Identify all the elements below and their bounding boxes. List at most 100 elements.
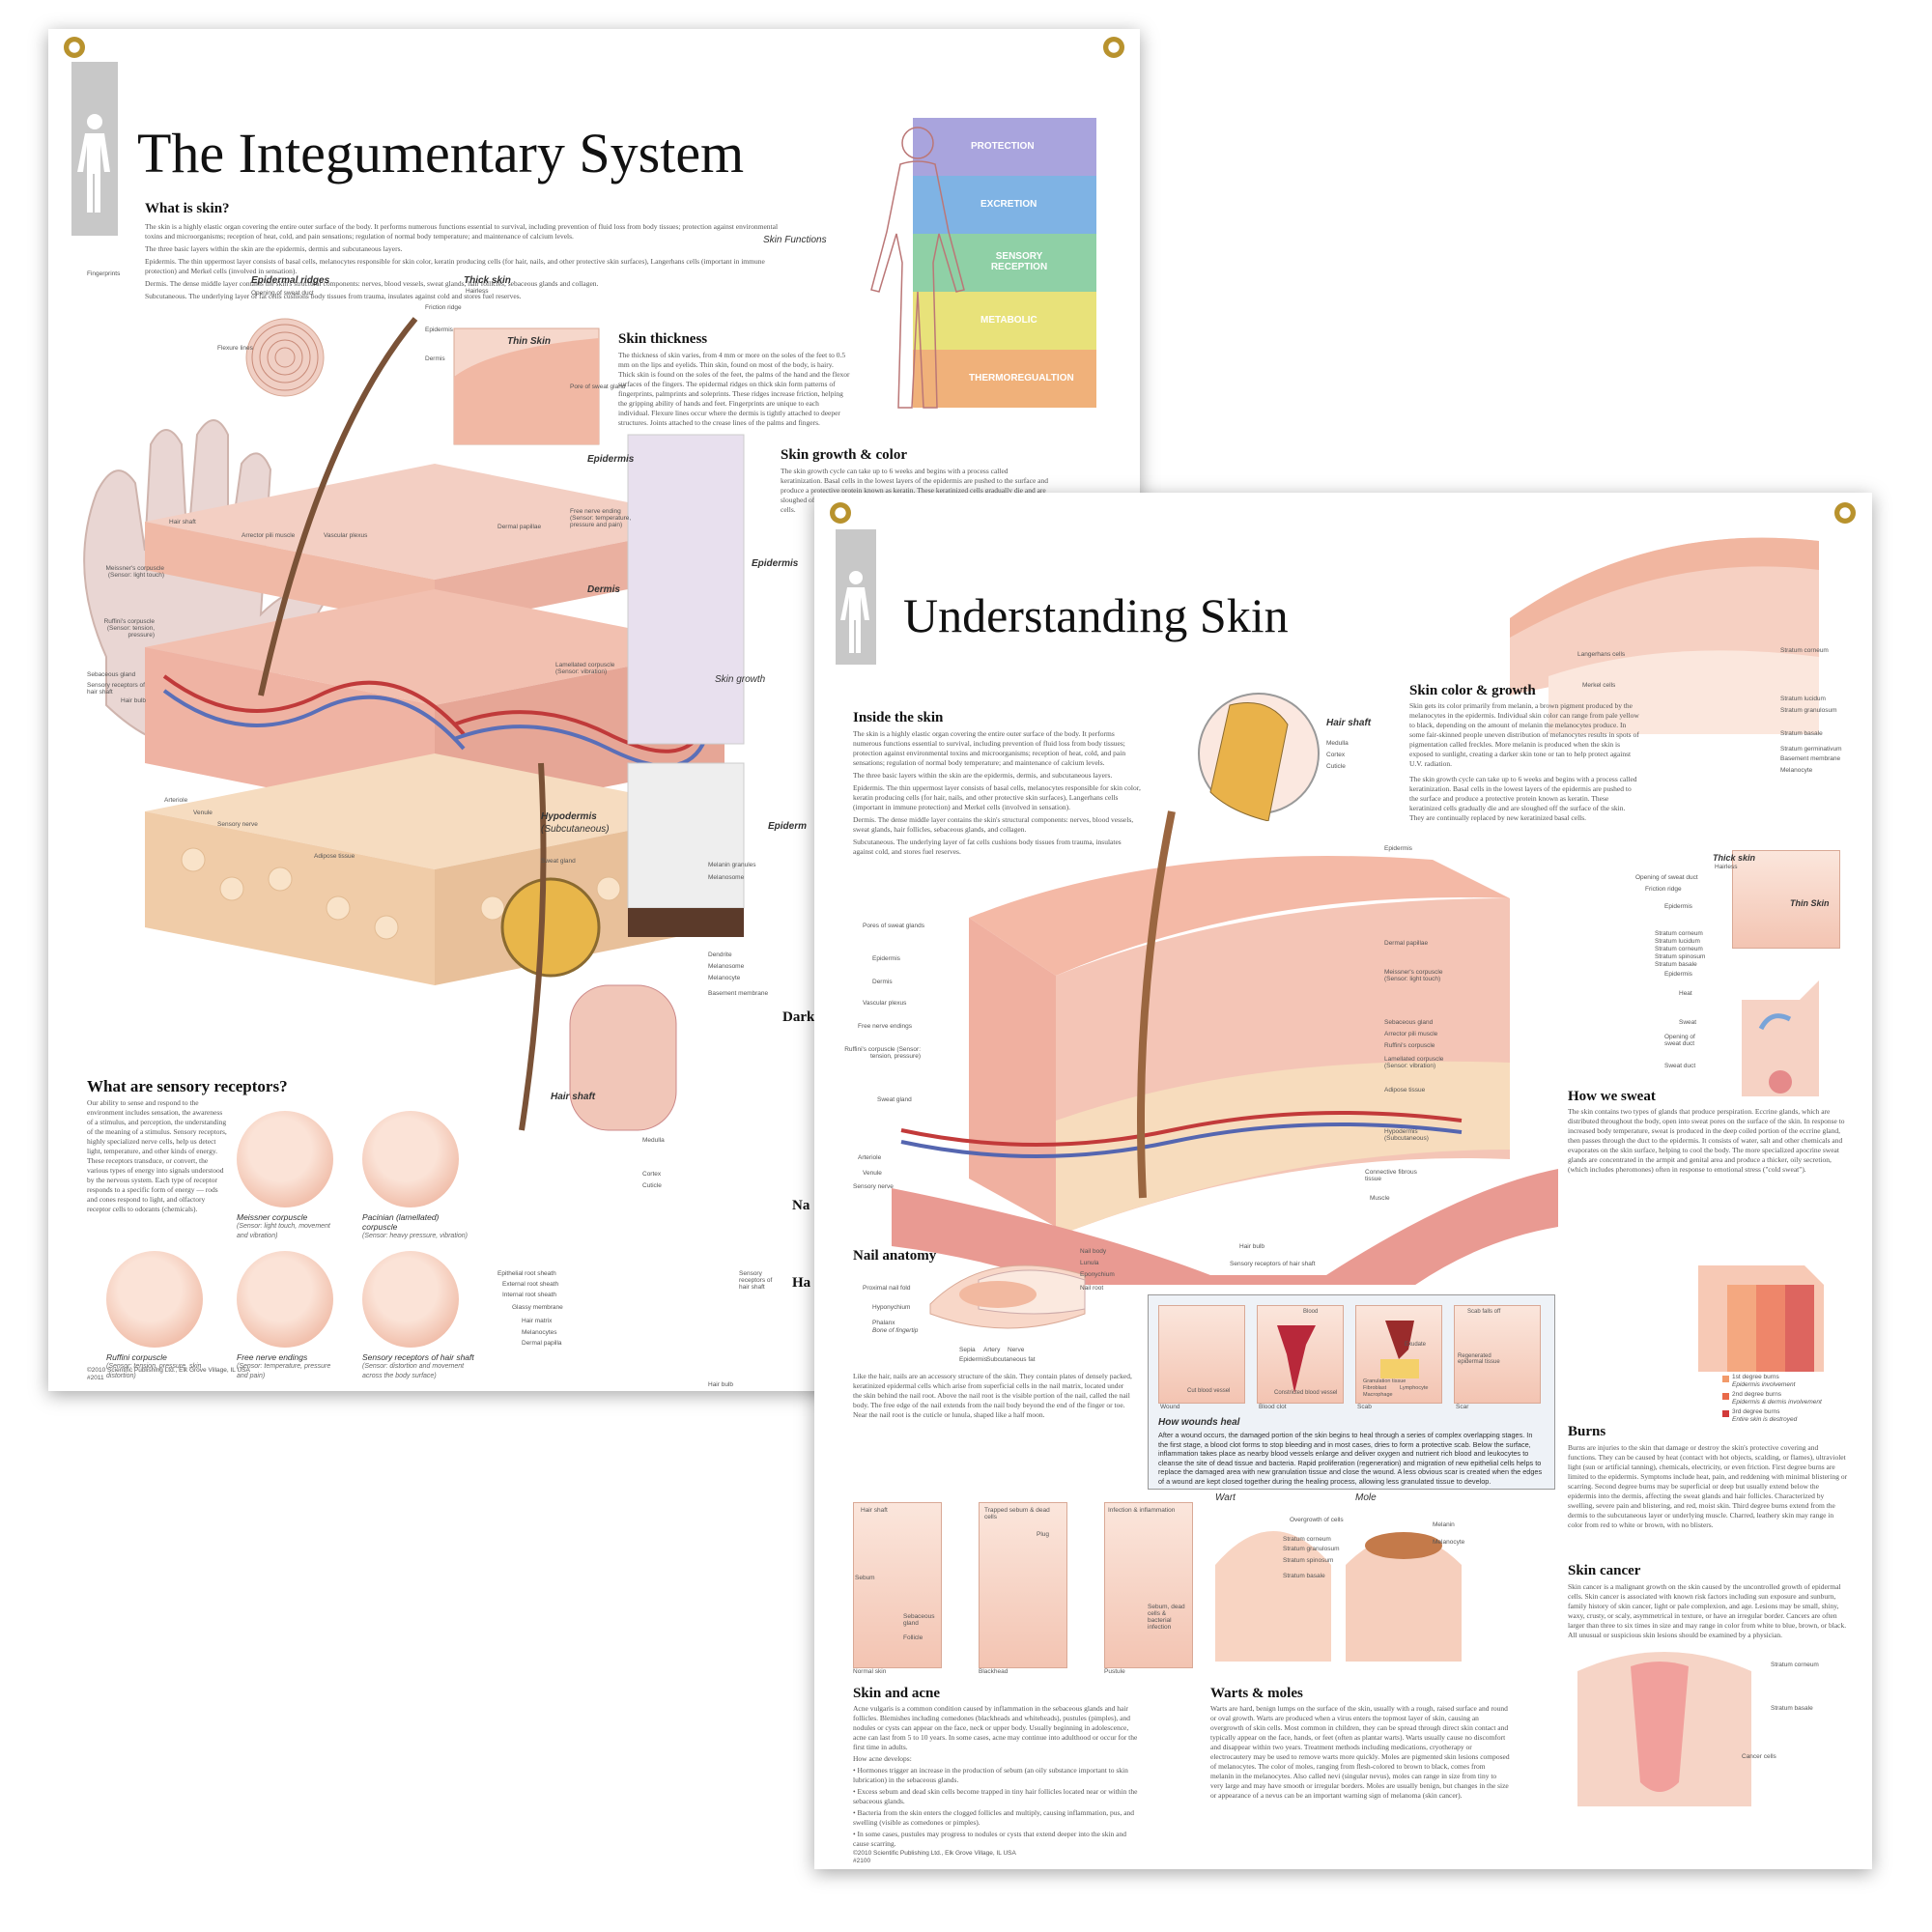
label-venule: Venule — [863, 1170, 882, 1177]
clot-stage-label: Blood clot — [1259, 1404, 1287, 1410]
burns-text: Burns are injuries to the skin that dama… — [1568, 1443, 1848, 1529]
acne-blackhead-image — [979, 1502, 1067, 1668]
label-hair-bulb: Hair bulb — [121, 697, 147, 704]
label-pores-sweat: Pores of sweat glands — [863, 923, 924, 929]
ts-label: Stratum corneum — [1655, 930, 1703, 937]
side-heading-na: Na — [792, 1198, 810, 1213]
free-nerve-desc: (Sensor: temperature, pressure and pain) — [237, 1363, 331, 1379]
label-melanocytes: Melanocytes — [522, 1329, 557, 1336]
nail-label: Epidermis — [959, 1356, 987, 1363]
label-free-nerve: Free nerve endings — [858, 1023, 913, 1030]
label-arteriole: Arteriole — [164, 797, 188, 804]
wound-sublabel: Constricted blood vessel — [1274, 1390, 1338, 1396]
function-bar-metabolic: METABOLIC — [913, 292, 1096, 350]
label-arteriole: Arteriole — [858, 1154, 882, 1161]
ruffini-desc: (Sensor: tension, pressure, skin distort… — [106, 1363, 202, 1379]
hair-shaft-label: Hair shaft — [551, 1092, 596, 1102]
sweat-illustration — [1742, 980, 1819, 1096]
ts-label: Stratum lucidum — [1655, 938, 1700, 945]
label-ruffini: Ruffini's corpuscle (Sensor: tension, pr… — [844, 1046, 921, 1060]
label-sweat-gland: Sweat gland — [877, 1096, 912, 1103]
legend-3rd-icon — [1722, 1410, 1729, 1417]
acne-sublabel: Sebaceous gland — [903, 1613, 935, 1627]
label-dermal-papillae: Dermal papillae — [497, 524, 542, 530]
label-opening-sweat-duct: Opening of sweat duct — [251, 290, 314, 297]
acne-bullet-text: Bacteria from the skin enters the clogge… — [853, 1808, 1135, 1827]
label-ruffini-r: Ruffini's corpuscle — [1384, 1042, 1435, 1049]
label-melanocyte: Melanocyte — [708, 975, 741, 981]
human-figure-tab — [71, 62, 118, 236]
wound-sublabel: Scab falls off — [1467, 1309, 1501, 1315]
label-connective: Connective fibrous tissue — [1365, 1169, 1417, 1182]
label-langerhans: Langerhans cells — [1577, 651, 1626, 658]
inside-p1: The skin is a highly elastic organ cover… — [853, 729, 1126, 767]
wound-sublabel: Regenerated epidermal tissue — [1458, 1353, 1500, 1365]
wart-label: Wart — [1215, 1492, 1236, 1503]
nail-label: Hyponychium — [872, 1304, 911, 1311]
what-is-skin-text: The skin is a highly elastic organ cover… — [145, 222, 782, 304]
label-stratum-granulosum: Stratum granulosum — [1780, 707, 1837, 714]
acne-bullet: • Excess sebum and dead skin cells becom… — [853, 1787, 1138, 1805]
label-cuticle: Cuticle — [642, 1182, 662, 1189]
acne-bullet-text: Excess sebum and dead skin cells become … — [853, 1787, 1138, 1805]
skin-cross-section-illustration — [83, 317, 745, 1131]
label-dermis: Dermis — [872, 979, 893, 985]
ts-label: Stratum basale — [1655, 961, 1697, 968]
label-external-root: External root sheath — [502, 1281, 559, 1288]
label-dermis-small: Dermis — [425, 355, 445, 362]
label-cortex: Cortex — [1326, 752, 1346, 758]
label-stratum-corneum: Stratum corneum — [1780, 647, 1829, 654]
label-friction-ridge: Friction ridge — [425, 304, 462, 311]
how-wounds-heal-text: After a wound occurs, the damaged portio… — [1158, 1431, 1543, 1486]
acne-panel-label: Normal skin — [853, 1668, 887, 1675]
burn-legend-desc: Entire skin is destroyed — [1732, 1416, 1798, 1423]
label-sensory-nerve: Sensory nerve — [853, 1183, 894, 1190]
scab-icon — [1380, 1321, 1419, 1378]
label-melanocyte: Melanocyte — [1780, 767, 1813, 774]
nail-label: Nerve — [1008, 1347, 1025, 1353]
acne-sublabel: Sebum — [855, 1575, 875, 1581]
label-skin-growth-side: Skin growth — [715, 674, 766, 685]
acne-bullet: • Bacteria from the skin enters the clog… — [853, 1808, 1135, 1827]
label-stratum-lucidum: Stratum lucidum — [1780, 696, 1826, 702]
nail-label: Phalanx — [872, 1320, 895, 1326]
hair-receptor-caption: Sensory receptors of hair shaft(Sensor: … — [362, 1352, 478, 1381]
label-thin-skin: Thin Skin — [507, 336, 551, 347]
acne-sublabel: Infection & inflammation — [1108, 1507, 1176, 1514]
skin-cancer-illustration — [1577, 1652, 1751, 1806]
nail-illustration — [929, 1264, 1086, 1329]
human-silhouette-icon — [77, 114, 110, 213]
nail-label: Eponychium — [1080, 1271, 1115, 1278]
scar-stage-image — [1454, 1305, 1541, 1404]
label-merkel: Merkel cells — [1582, 682, 1616, 689]
acne-body: Acne vulgaris is a common condition caus… — [853, 1704, 1138, 1751]
human-figure-tab — [836, 529, 876, 665]
sensory-receptors-heading: What are sensory receptors? — [87, 1077, 288, 1095]
burns-illustration — [1698, 1265, 1824, 1372]
ruffini-caption: Ruffini corpuscle(Sensor: tension, press… — [106, 1352, 213, 1381]
label-hair-sensory: Sensory receptors of hair shaft — [739, 1270, 773, 1291]
label-meissner: Meissner's corpuscle (Sensor: light touc… — [1384, 969, 1443, 982]
label-sensory-hair: Sensory receptors of hair shaft — [1230, 1261, 1316, 1267]
skin-cancer-text: Skin cancer is a malignant growth on the… — [1568, 1582, 1847, 1639]
ts-label: Epidermis — [1664, 903, 1692, 910]
burns-heading: Burns — [1568, 1424, 1606, 1439]
label-basement-membrane: Basement membrane — [1780, 755, 1841, 762]
function-label: THERMOREGUALTION — [969, 373, 1074, 384]
acne-text: Acne vulgaris is a common condition caus… — [853, 1704, 1143, 1849]
label-dendrite: Dendrite — [708, 952, 732, 958]
burn-legend-name: 2nd degree burns — [1732, 1391, 1781, 1398]
label-lamellated: Lamellated corpuscle (Sensor: vibration) — [555, 662, 615, 675]
side-heading-ha: Ha — [792, 1275, 811, 1291]
what-is-skin-p5: Subcutaneous. The underlying layer of fa… — [145, 292, 522, 300]
label-fingerprints: Fingerprints — [87, 270, 121, 277]
acne-bullet-text: In some cases, pustules may progress to … — [853, 1830, 1126, 1848]
meissner-name: Meissner corpuscle — [237, 1212, 308, 1222]
inside-skin-heading: Inside the skin — [853, 710, 944, 725]
wound-sublabel: Blood — [1303, 1309, 1319, 1315]
sensory-receptors-text: Our ability to sense and respond to the … — [87, 1098, 227, 1213]
hair-receptor-image — [362, 1251, 459, 1348]
mole-sublabel: Melanin — [1433, 1521, 1455, 1528]
thick-skin-inset — [1732, 850, 1840, 949]
acne-sublabel: Hair shaft — [861, 1507, 888, 1514]
